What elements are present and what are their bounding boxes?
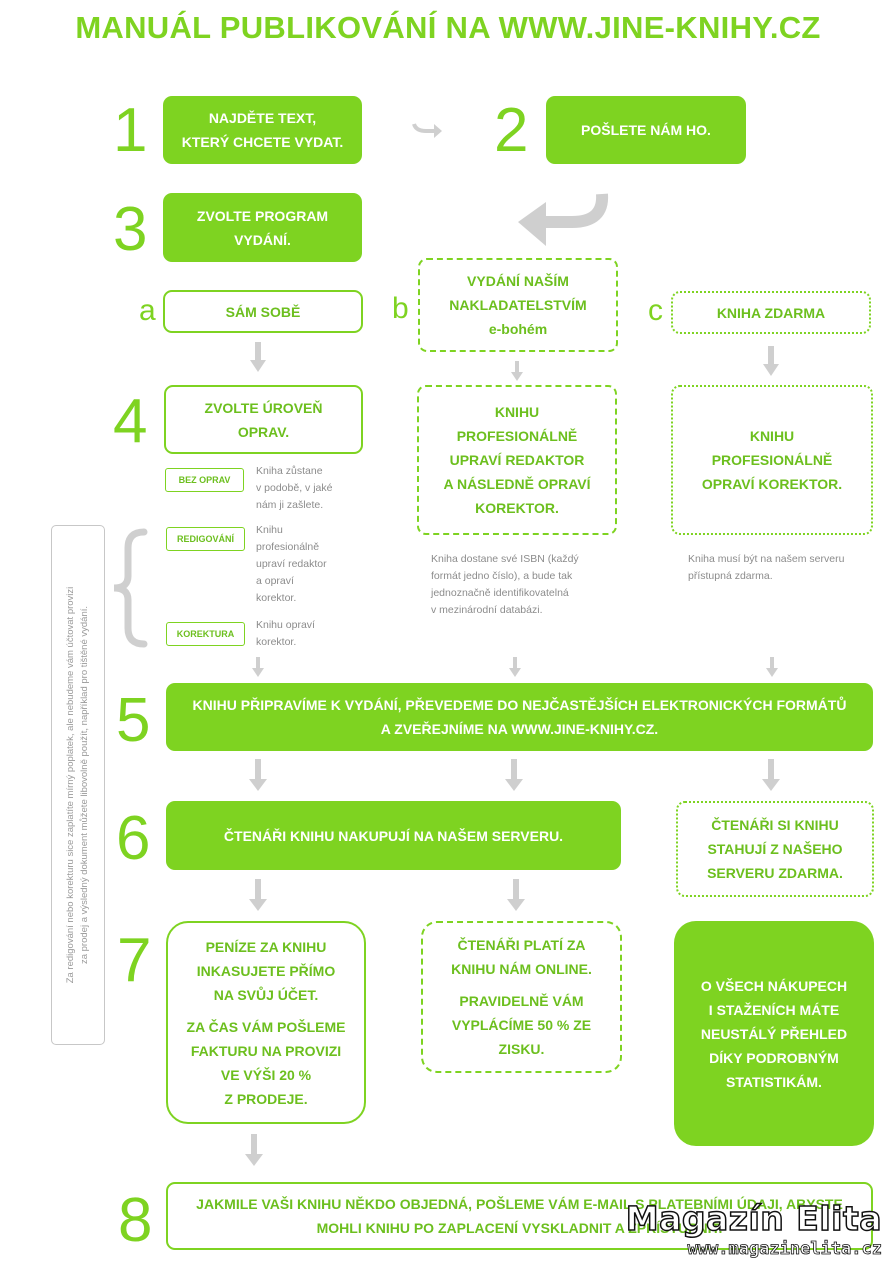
side-note-line: za prodej a výsledný dokument můžete lib…: [79, 605, 90, 965]
arrow-down-icon: [505, 759, 523, 791]
step-3-box: ZVOLTE PROGRAM VYDÁNÍ.: [163, 193, 362, 262]
step-4-number: 4: [113, 387, 148, 456]
arrow-right-icon: [412, 123, 442, 138]
step-5-line: A ZVEŘEJNÍME NA WWW.JINE-KNIHY.CZ.: [380, 721, 659, 737]
arrow-down-icon: [763, 346, 779, 376]
step-6-free-box: ČTENÁŘI SI KNIHU STAHUJÍ Z NAŠEHO SERVER…: [676, 801, 874, 897]
arrow-down-icon: [511, 361, 523, 381]
option-a-box: SÁM SOBĚ: [163, 290, 363, 333]
option-b-detail-line: PROFESIONÁLNĚ: [456, 428, 578, 444]
arrow-down-icon: [507, 879, 525, 911]
step-8-number: 8: [118, 1186, 153, 1255]
option-b-detail-line: KNIHU: [494, 404, 540, 420]
watermark-name: Magazín Elita: [625, 1199, 882, 1239]
option-b-line: e-bohém: [488, 321, 548, 337]
step-2-box: POŠLETE NÁM HO.: [546, 96, 746, 164]
option-c-detail-line: PROFESIONÁLNĚ: [711, 452, 833, 468]
arrow-down-icon: [250, 342, 266, 372]
step-8-line: JAKMILE VAŠI KNIHU NĚKDO OBJEDNÁ, POŠLEM…: [196, 1196, 843, 1212]
option-c-detail-line: OPRAVÍ KOREKTOR.: [701, 476, 843, 492]
option-b-detail-line: A NÁSLEDNĚ OPRAVÍ: [443, 476, 591, 492]
step-4-line: OPRAV.: [237, 423, 290, 440]
level-desc: Kniha zůstane v podobě, v jaké nám ji za…: [256, 465, 333, 511]
side-note: Za redigování nebo korekturu sice zaplat…: [51, 525, 105, 1045]
step-3-number: 3: [113, 195, 148, 264]
step-1-line: KTERÝ CHCETE VYDAT.: [181, 134, 344, 150]
step-6-free-line: ČTENÁŘI SI KNIHU: [711, 817, 839, 833]
step-7-publisher-box: ČTENÁŘI PLATÍ ZA KNIHU NÁM ONLINE. PRAVI…: [421, 921, 622, 1073]
option-b-note: Kniha dostane své ISBN (každý formát jed…: [431, 553, 579, 616]
brace-icon: [113, 528, 148, 648]
level-tag-redigovani: REDIGOVÁNÍ: [166, 527, 245, 551]
option-b-box: VYDÁNÍ NAŠÍM NAKLADATELSTVÍM e-bohém: [418, 258, 618, 352]
arrow-down-icon: [252, 657, 264, 677]
arrow-down-icon: [249, 759, 267, 791]
option-b-detail-box: KNIHU PROFESIONÁLNĚ UPRAVÍ REDAKTOR A NÁ…: [417, 385, 617, 535]
option-b-detail-line: KOREKTOR.: [475, 500, 559, 516]
option-b-detail-line: UPRAVÍ REDAKTOR: [449, 452, 585, 468]
side-note-line: Za redigování nebo korekturu sice zaplat…: [65, 586, 76, 984]
step-4-box: ZVOLTE ÚROVEŇ OPRAV.: [164, 385, 363, 454]
watermark: Magazín Elita www.magazinelita.cz: [625, 1199, 882, 1260]
step-7-number: 7: [117, 926, 152, 995]
option-b-letter: b: [392, 292, 409, 325]
option-c-letter: c: [648, 294, 663, 327]
level-tag-bez-oprav: BEZ OPRAV: [165, 468, 244, 492]
step-8-box: JAKMILE VAŠI KNIHU NĚKDO OBJEDNÁ, POŠLEM…: [166, 1182, 873, 1250]
level-tag-korektura: KOREKTURA: [166, 622, 245, 646]
arrow-down-icon: [509, 657, 521, 677]
option-c-detail-box: KNIHU PROFESIONÁLNĚ OPRAVÍ KOREKTOR.: [671, 385, 873, 535]
option-c-detail-line: KNIHU: [749, 428, 795, 444]
option-a-letter: a: [139, 294, 156, 327]
option-b-line: VYDÁNÍ NAŠÍM: [467, 273, 569, 289]
level-desc: Knihu opraví korektor.: [256, 619, 315, 648]
step-2-number: 2: [494, 96, 529, 165]
step-5-number: 5: [116, 686, 151, 755]
step-1-number: 1: [113, 96, 148, 165]
step-5-box: KNIHU PŘIPRAVÍME K VYDÁNÍ, PŘEVEDEME DO …: [166, 683, 873, 751]
step-7-own-box: PENÍZE ZA KNIHU INKASUJETE PŘÍMO NA SVŮJ…: [166, 921, 366, 1124]
step-5-line: KNIHU PŘIPRAVÍME K VYDÁNÍ, PŘEVEDEME DO …: [192, 697, 847, 713]
arrow-down-icon: [766, 657, 778, 677]
step-1-line: NAJDĚTE TEXT,: [208, 110, 317, 126]
step-7-stats-box: O VŠECH NÁKUPECH I STAŽENÍCH MÁTE NEUSTÁ…: [674, 921, 874, 1146]
option-c-note: Kniha musí být na našem serveru přístupn…: [688, 553, 845, 582]
page-title: MANUÁL PUBLIKOVÁNÍ NA WWW.JINE-KNIHY.CZ: [75, 10, 821, 45]
curved-arrow-down-icon: [518, 193, 609, 246]
step-6-free-line: SERVERU ZDARMA.: [707, 865, 843, 881]
arrow-down-icon: [762, 759, 780, 791]
watermark-url: www.magazinelita.cz: [687, 1239, 882, 1260]
step-8-line: MOHLI KNIHU PO ZAPLACENÍ VYSKLADNIT A ZP…: [316, 1220, 723, 1236]
level-desc: Knihu profesionálně upraví redaktor a op…: [256, 524, 327, 604]
step-1-box: NAJDĚTE TEXT, KTERÝ CHCETE VYDAT.: [163, 96, 362, 164]
arrow-down-icon: [249, 879, 267, 911]
step-6-number: 6: [116, 804, 151, 873]
option-b-line: NAKLADATELSTVÍM: [449, 297, 587, 313]
step-6-free-line: STAHUJÍ Z NAŠEHO: [707, 841, 843, 857]
option-c-box: KNIHA ZDARMA: [671, 291, 871, 334]
step-6-box: ČTENÁŘI KNIHU NAKUPUJÍ NA NAŠEM SERVERU.: [166, 801, 621, 870]
step-3-line: VYDÁNÍ.: [234, 231, 291, 248]
step-4-line: ZVOLTE ÚROVEŇ: [204, 399, 323, 416]
step-3-line: ZVOLTE PROGRAM: [196, 207, 329, 224]
arrow-down-icon: [245, 1134, 263, 1166]
